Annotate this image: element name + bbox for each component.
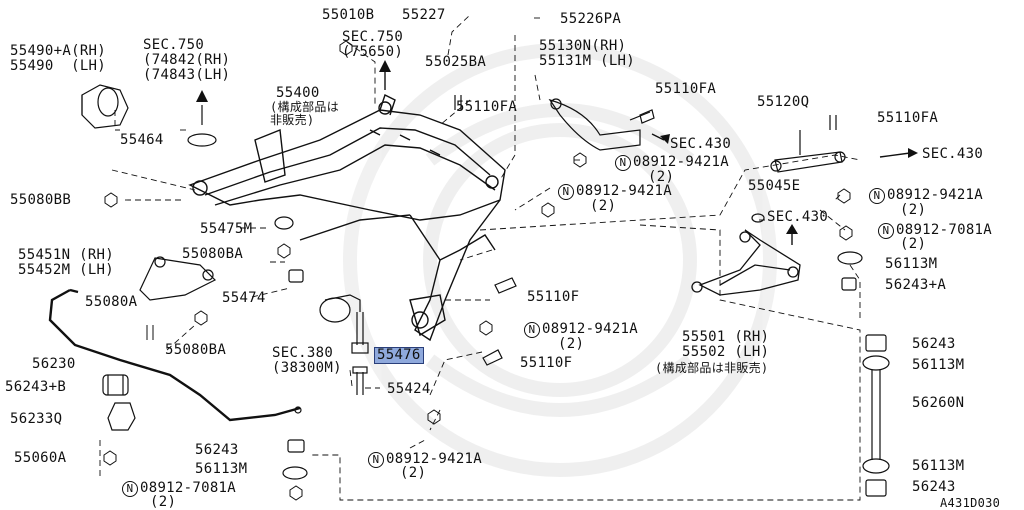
part-label-55080BA-a[interactable]: 55080BA — [182, 246, 244, 262]
part-label-55424[interactable]: 55424 — [387, 381, 431, 397]
part-label-56243B[interactable]: 56243+B — [5, 379, 67, 395]
watermark-emblem — [343, 43, 777, 477]
n-circle-icon: N — [869, 188, 885, 204]
part-label-55080A[interactable]: 55080A — [85, 294, 138, 310]
part-label-56113M-d[interactable]: 56113M — [912, 458, 965, 474]
stud-55476 — [351, 312, 369, 354]
note-not-sold: (構成部品は 非販売) — [270, 100, 340, 127]
part-label-55130N[interactable]: 55130N(RH) 55131M (LH) — [539, 38, 636, 69]
bolt-55424 — [352, 366, 368, 395]
qty-08912-9421A-a: (2) — [648, 169, 675, 185]
crossmember-55400 — [188, 94, 506, 342]
part-label-56230[interactable]: 56230 — [32, 356, 76, 372]
part-label-55501[interactable]: 55501 (RH) 55502 (LH) — [682, 329, 770, 360]
part-label-55227[interactable]: 55227 — [402, 7, 446, 23]
insulators-left — [274, 216, 308, 480]
sec-label-750-a[interactable]: SEC.750 (74842(RH) (74843(LH) — [143, 37, 231, 83]
part-label-55060A[interactable]: 55060A — [14, 450, 67, 466]
part-label-55110FA-c[interactable]: 55110FA — [877, 110, 939, 126]
part-label-55490[interactable]: 55490+A(RH) 55490 (LH) — [10, 43, 107, 74]
diagram-code: A431D030 — [940, 496, 1001, 510]
n-circle-icon: N — [122, 481, 138, 497]
part-label-56243A[interactable]: 56243+A — [885, 277, 947, 293]
n-circle-icon: N — [368, 452, 384, 468]
qty-08912-9421A-b: (2) — [590, 198, 617, 214]
insulators-right — [751, 213, 890, 497]
nuts — [103, 40, 853, 501]
n-circle-icon: N — [558, 184, 574, 200]
part-label-55110FA-b[interactable]: 55110FA — [655, 81, 717, 97]
part-label-55110FA-a[interactable]: 55110FA — [456, 99, 518, 115]
part-label-56243-a[interactable]: 56243 — [912, 336, 956, 352]
part-label-55080BB[interactable]: 55080BB — [10, 192, 72, 208]
qty-08912-9421A-d: (2) — [558, 336, 585, 352]
part-label-56243-b[interactable]: 56243 — [195, 442, 239, 458]
qty-08912-9421A-c: (2) — [900, 202, 927, 218]
link-55451N — [139, 256, 217, 301]
part-label-55010B[interactable]: 55010B — [322, 7, 375, 23]
n-circle-icon: N — [878, 223, 894, 239]
qty-08912-7081A-a: (2) — [900, 236, 927, 252]
qty-08912-9421A-e: (2) — [400, 465, 427, 481]
bushing-56243B — [102, 374, 129, 396]
stabilizer-bar-56230 — [48, 288, 301, 422]
part-label-56113M-b[interactable]: 56113M — [912, 357, 965, 373]
part-label-56113M-c[interactable]: 56113M — [195, 461, 248, 477]
sec-label-430-b[interactable]: SEC.430 — [922, 146, 984, 162]
part-label-55451N[interactable]: 55451N (RH) 55452M (LH) — [18, 247, 115, 278]
part-label-55110F-a[interactable]: 55110F — [527, 289, 580, 305]
qty-08912-7081A-b: (2) — [150, 494, 177, 510]
bolt-55110F — [482, 277, 517, 366]
sec-label-380[interactable]: SEC.380 (38300M) — [272, 345, 342, 376]
sec-label-430-c[interactable]: SEC.430 — [767, 209, 829, 225]
clamp-56233Q — [107, 402, 136, 431]
part-label-55025BA[interactable]: 55025BA — [425, 54, 487, 70]
n-circle-icon: N — [524, 322, 540, 338]
lower-arm-55501 — [691, 229, 801, 296]
bolt-55110FA — [454, 95, 837, 130]
part-label-55475M[interactable]: 55475M — [200, 221, 253, 237]
part-label-55400[interactable]: 55400 — [276, 85, 320, 101]
part-label-56113M-a[interactable]: 56113M — [885, 256, 938, 272]
part-label-56233Q[interactable]: 56233Q — [10, 411, 63, 427]
insulator-55464 — [187, 105, 217, 147]
leader-lines — [99, 14, 861, 501]
part-label-55080BA-b[interactable]: 55080BA — [165, 342, 227, 358]
note-not-sold-inline: (構成部品は非販売) — [655, 361, 769, 375]
part-label-55476-highlighted[interactable]: 55476 — [374, 347, 424, 364]
part-label-56243-c[interactable]: 56243 — [912, 479, 956, 495]
part-label-55226PA[interactable]: 55226PA — [560, 11, 622, 27]
mount-bushing-55490 — [81, 84, 129, 129]
part-label-56260N[interactable]: 56260N — [912, 395, 965, 411]
part-label-55474[interactable]: 55474 — [222, 290, 266, 306]
sec-label-750-b[interactable]: SEC.750 (75650) — [342, 29, 404, 60]
part-label-55464[interactable]: 55464 — [120, 132, 164, 148]
part-label-55120Q[interactable]: 55120Q — [757, 94, 810, 110]
link-55120Q — [770, 130, 846, 173]
n-circle-icon: N — [615, 155, 631, 171]
diff-mount-sec380 — [319, 294, 361, 323]
sec-arrows — [201, 70, 911, 245]
part-label-55110F-b[interactable]: 55110F — [520, 355, 573, 371]
arrow-heads — [196, 60, 918, 234]
part-label-55045E[interactable]: 55045E — [748, 178, 801, 194]
sec-label-430-a[interactable]: SEC.430 — [670, 136, 732, 152]
